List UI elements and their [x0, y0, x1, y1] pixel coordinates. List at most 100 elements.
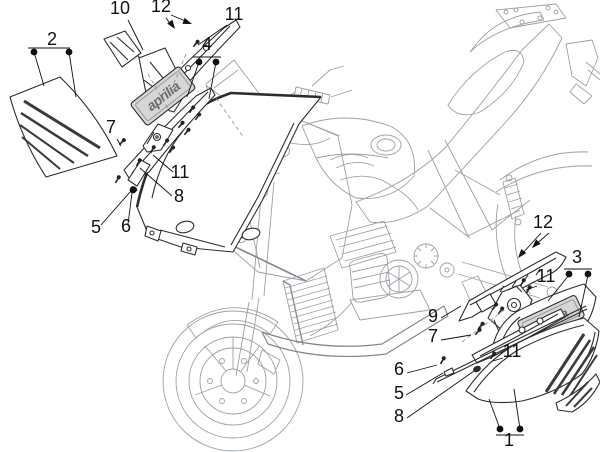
- callout-6: 6: [394, 359, 438, 379]
- assembly-axis-line: [171, 53, 187, 89]
- leader-line: [208, 61, 217, 100]
- fuel-tank: [301, 117, 415, 199]
- callout-label-8: 8: [394, 406, 404, 426]
- seat-tail: [355, 3, 600, 224]
- screw-fastener: [149, 145, 156, 154]
- callout-11: 11: [152, 154, 190, 182]
- callout-1: 1: [488, 388, 524, 450]
- leader-arrowhead: [167, 19, 175, 29]
- callout-label-9: 9: [428, 306, 438, 326]
- screw-fastener: [118, 138, 126, 146]
- callout-7: 7: [428, 326, 472, 346]
- callout-label-11: 11: [225, 4, 244, 24]
- callout-3: 3: [547, 247, 592, 318]
- leader-line: [139, 167, 173, 197]
- callout-6: 6: [121, 186, 137, 236]
- callout-label-12: 12: [151, 0, 171, 16]
- callout-4: 4: [186, 34, 221, 100]
- leader-line: [520, 232, 542, 256]
- screw-fastener: [168, 145, 176, 154]
- leader-line: [197, 24, 228, 46]
- callout-label-7: 7: [428, 326, 438, 346]
- callout-8: 8: [139, 167, 184, 206]
- leader-line: [116, 138, 122, 147]
- callout-11: 11: [492, 341, 522, 362]
- leader-dot: [565, 270, 573, 278]
- leader-dot: [65, 48, 73, 56]
- callout-label-12: 12: [533, 212, 553, 232]
- screw-fastener: [489, 351, 497, 360]
- screw-fastener: [183, 127, 191, 136]
- rear-shock: [502, 174, 525, 226]
- screw-fastener: [162, 138, 170, 147]
- callout-label-11: 11: [537, 266, 556, 286]
- leader-line: [406, 370, 475, 419]
- front-fender-fork: [186, 172, 281, 377]
- callout-label-5: 5: [394, 383, 404, 403]
- leader-line: [513, 388, 521, 430]
- leader-line: [127, 19, 144, 51]
- thin-rail: [432, 305, 588, 385]
- leader-line: [547, 274, 570, 302]
- leader-dot: [195, 58, 203, 66]
- leader-line: [488, 398, 501, 430]
- callout-label-5: 5: [91, 217, 101, 237]
- leader-dot: [584, 270, 592, 278]
- callout-2: 2: [28, 29, 77, 98]
- callout-5: 5: [91, 191, 131, 237]
- left-stripe-decal: [9, 76, 118, 178]
- leader-line: [405, 372, 444, 396]
- leader-dot: [129, 186, 137, 194]
- leader-line: [33, 51, 45, 87]
- callout-9: 9: [428, 305, 462, 326]
- front-wheel: [162, 310, 304, 452]
- leader-line: [440, 305, 462, 319]
- leader-dot: [30, 48, 38, 56]
- screw-fastener: [114, 175, 121, 184]
- leader-line: [440, 334, 472, 341]
- radiator: [282, 267, 339, 346]
- callout-label-8: 8: [174, 186, 184, 206]
- bottom-right-panel: [465, 317, 600, 404]
- screw-fastener: [194, 112, 202, 121]
- leader-dot: [516, 425, 524, 433]
- leader-line: [127, 192, 133, 225]
- left-side-panel: [135, 91, 322, 256]
- right-mid-trim-blade: [471, 308, 566, 364]
- screw-fastener: [519, 278, 526, 287]
- leader-arrowhead: [518, 249, 527, 258]
- screw-fastener: [135, 158, 142, 167]
- callout-label-1: 1: [504, 430, 514, 450]
- leader-arrowhead: [182, 17, 192, 24]
- screw-fastener: [188, 105, 196, 114]
- callout-label-6: 6: [394, 359, 404, 379]
- assembly-axis-line: [461, 303, 513, 343]
- callout-12: 12: [151, 0, 192, 29]
- callout-label-11: 11: [171, 162, 190, 182]
- callout-label-3: 3: [572, 247, 582, 267]
- leader-line: [68, 51, 77, 98]
- callout-label-4: 4: [202, 34, 212, 54]
- screw-fastener: [177, 120, 185, 129]
- leader-line: [492, 357, 504, 362]
- leader-line: [406, 364, 438, 374]
- callout-label-11: 11: [503, 341, 522, 361]
- screw-fastener: [491, 302, 499, 311]
- screw-fastener: [439, 356, 446, 365]
- screw-fastener: [474, 327, 482, 336]
- callout-label-2: 2: [47, 29, 57, 49]
- callout-7: 7: [106, 117, 122, 147]
- callout-12: 12: [518, 212, 553, 258]
- screw-fastener: [192, 39, 200, 48]
- leader-dot: [212, 58, 220, 66]
- callout-11: 11: [197, 4, 244, 46]
- callout-11: 11: [525, 266, 556, 291]
- leader-line: [186, 61, 200, 98]
- assembly-axis-line: [215, 97, 245, 139]
- leader-line: [525, 285, 538, 291]
- callout-5: 5: [394, 372, 444, 403]
- leader-line: [578, 274, 589, 318]
